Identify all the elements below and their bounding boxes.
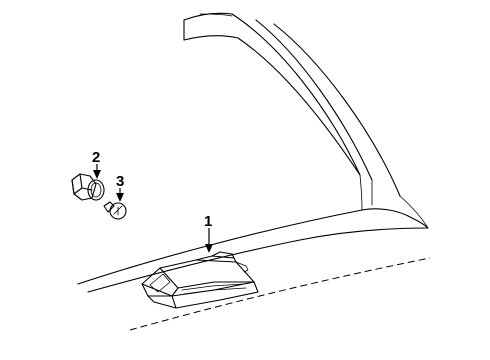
leader-lines (93, 164, 213, 253)
bulb-drawing (103, 201, 127, 220)
callout-1-label: 1 (204, 213, 212, 230)
callout-2-label: 2 (92, 149, 100, 166)
callout-3-label: 3 (116, 173, 124, 190)
rear-deck-outline (77, 195, 431, 331)
stop-lamp-assembly (141, 251, 259, 309)
rear-window-outline (183, 12, 401, 211)
bulb-socket-drawing (71, 173, 105, 201)
